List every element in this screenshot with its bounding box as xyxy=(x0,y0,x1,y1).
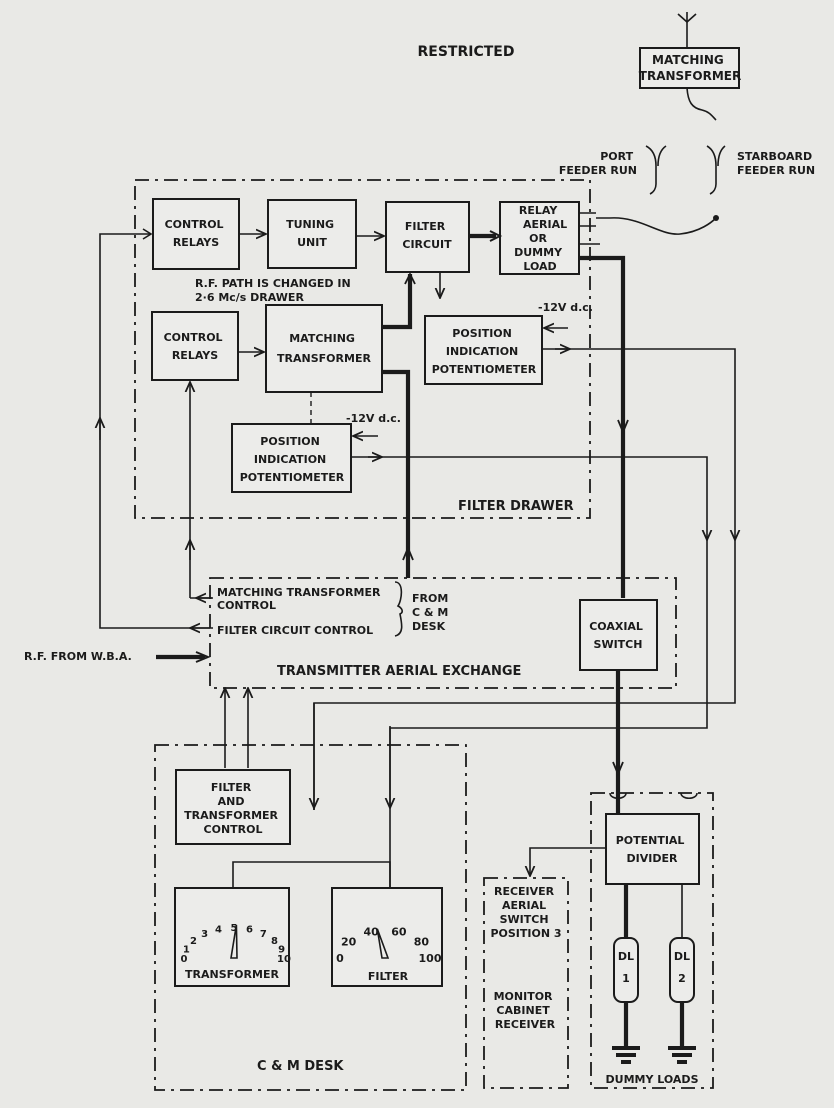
monitor-cabinet-label: MONITOR CABINET RECEIVER xyxy=(494,990,557,1031)
relay-aerial-box xyxy=(499,201,580,275)
coaxial-switch-box xyxy=(579,599,658,671)
potential-divider-box xyxy=(605,813,700,885)
filter-meter-tick-40: 40 xyxy=(363,926,379,939)
transformer-meter-tick-9: 9 xyxy=(278,944,285,955)
control-relays-bottom-label: CONTROL RELAYS xyxy=(164,331,227,362)
transformer-meter-tick-0: 0 xyxy=(181,954,188,965)
dummy-loads-label: DUMMY LOADS xyxy=(606,1073,699,1086)
svg-text:1: 1 xyxy=(622,972,630,985)
transformer-meter-tick-4: 4 xyxy=(215,925,222,936)
filter-meter-tick-100: 100 xyxy=(419,952,442,965)
position-indication-right-label: POSITION INDICATION POTENTIOMETER xyxy=(432,327,537,376)
transformer-meter-tick-3: 3 xyxy=(201,929,208,940)
starboard-feeder-label: STARBOARD FEEDER RUN xyxy=(737,150,816,177)
restricted-header: RESTRICTED xyxy=(418,44,515,60)
relay-aerial-label: RELAY AERIAL OR DUMMY LOAD xyxy=(514,204,571,273)
transformer-meter-tick-6: 6 xyxy=(246,925,253,936)
transformer-meter-tick-7: 7 xyxy=(260,929,267,940)
tuning-unit-box xyxy=(267,199,357,269)
transmitter-aerial-exchange-frame xyxy=(209,577,677,689)
filter-circuit-box xyxy=(385,201,470,273)
filter-circuit-label: FILTER CIRCUIT xyxy=(402,220,452,251)
transformer-meter-tick-8: 8 xyxy=(271,936,278,947)
mt-control-label: MATCHING TRANSFORMER CONTROL xyxy=(217,586,384,612)
position-indication-right-box xyxy=(424,315,543,385)
control-relays-top-box xyxy=(152,198,240,270)
filter-meter-tick-60: 60 xyxy=(391,926,407,939)
tuning-unit-label: TUNING UNIT xyxy=(286,218,338,249)
filter-meter-needle xyxy=(376,928,390,959)
monitor-receiver-frame xyxy=(483,877,569,1089)
filter-transformer-control-label: FILTER AND TRANSFORMER CONTROL xyxy=(184,781,282,836)
position-indication-left-box xyxy=(231,423,352,493)
cm-desk-label: C & M DESK xyxy=(257,1059,344,1074)
control-relays-bottom-box xyxy=(151,311,239,381)
from-desk-label: FROM C & M DESK xyxy=(412,592,452,633)
control-relays-top-label: CONTROL RELAYS xyxy=(165,218,228,249)
port-feeder-label: PORT FEEDER RUN xyxy=(559,150,637,177)
port-feeder-icon xyxy=(645,145,667,195)
filter-meter: 0 20 40 60 80 100 FILTER xyxy=(331,887,443,987)
filter-meter-tick-80: 80 xyxy=(414,936,430,949)
matching-transformer-box xyxy=(265,304,383,393)
filter-drawer-frame xyxy=(134,179,591,519)
filter-drawer-label: FILTER DRAWER xyxy=(458,499,574,514)
filter-meter-label: FILTER xyxy=(368,970,409,983)
svg-text:DL: DL xyxy=(674,950,690,963)
rf-input-label: R.F. FROM W.B.A. xyxy=(24,650,132,663)
top-matching-transformer-label: MATCHING TRANSFORMER xyxy=(639,53,741,83)
antenna-icon xyxy=(677,12,697,48)
supply-label-left: -12V d.c. xyxy=(346,412,401,425)
receiver-switch-label: RECEIVER AERIAL SWITCH POSITION 3 xyxy=(490,885,561,940)
exchange-label: TRANSMITTER AERIAL EXCHANGE xyxy=(277,664,521,679)
matching-transformer-label: MATCHING TRANSFORMER xyxy=(277,332,371,365)
fc-control-label: FILTER CIRCUIT CONTROL xyxy=(217,624,373,637)
svg-text:DL: DL xyxy=(618,950,634,963)
transformer-meter-tick-1: 1 xyxy=(183,944,190,955)
dummy-loads-frame xyxy=(590,792,714,1089)
dummy-load-2: DL 2 xyxy=(669,937,695,1003)
filter-meter-tick-20: 20 xyxy=(341,936,357,949)
transformer-meter-needle xyxy=(230,924,238,959)
transformer-meter-tick-2: 2 xyxy=(190,936,197,947)
top-matching-transformer-box xyxy=(639,47,740,89)
starboard-feeder-icon xyxy=(706,145,726,195)
filter-transformer-control-box xyxy=(175,769,291,845)
position-indication-left-label: POSITION INDICATION POTENTIOMETER xyxy=(240,435,345,484)
transformer-meter-label: TRANSFORMER xyxy=(185,968,279,981)
cm-desk-frame xyxy=(154,744,467,1091)
rf-path-note: R.F. PATH IS CHANGED IN 2·6 Mc/s DRAWER xyxy=(195,277,355,304)
transformer-meter-tick-5: 5 xyxy=(231,923,238,934)
filter-meter-tick-0: 0 xyxy=(336,952,344,965)
ground-icon-1 xyxy=(612,1046,640,1064)
dummy-load-1: DL 1 xyxy=(613,937,639,1003)
ground-icon-2 xyxy=(668,1046,696,1064)
svg-text:2: 2 xyxy=(678,972,686,985)
potential-divider-label: POTENTIAL DIVIDER xyxy=(616,834,689,865)
supply-label-right: -12V d.c. xyxy=(538,301,593,314)
transformer-meter-tick-10: 10 xyxy=(277,954,291,965)
coaxial-switch-label: COAXIAL SWITCH xyxy=(589,620,647,651)
